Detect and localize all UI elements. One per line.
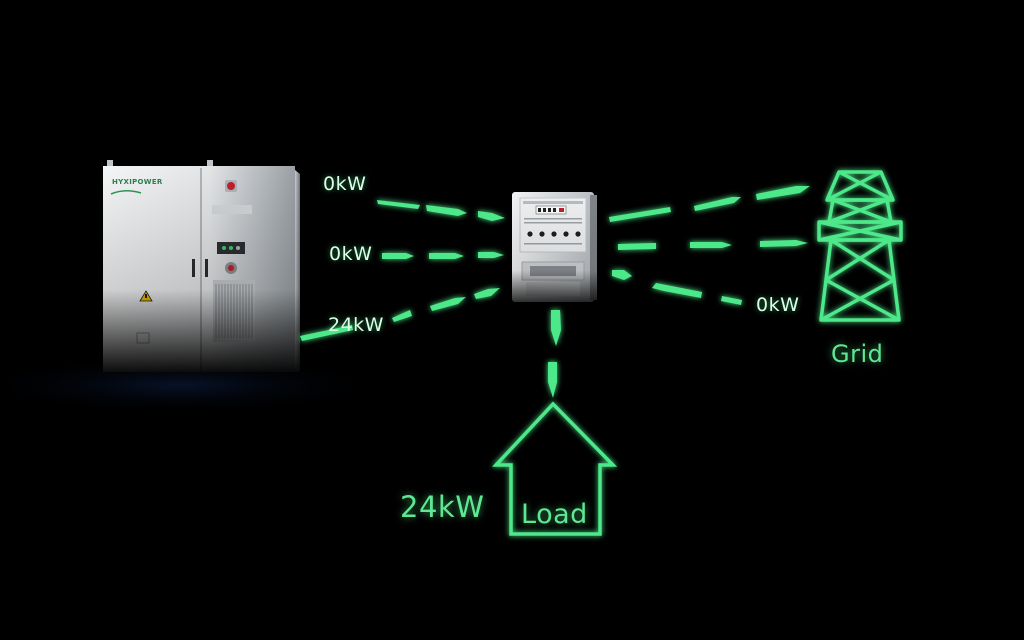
flow-arrow [652, 283, 702, 298]
energy-storage-cabinet [103, 160, 300, 372]
flow-arrow [300, 325, 353, 341]
flow-arrow [474, 288, 500, 299]
house-icon [491, 401, 618, 536]
energy-meter-icon [512, 192, 597, 304]
flow-arrow [478, 252, 504, 258]
flow-arrow [618, 243, 656, 250]
battery-top-power-label: 0kW [323, 173, 367, 195]
flow-arrow [426, 205, 467, 216]
battery-mid-power-label: 0kW [329, 243, 373, 265]
flow-arrow [478, 211, 505, 221]
load-label: Load [521, 499, 588, 530]
battery-bottom-power-label: 24kW [328, 314, 384, 336]
cabinet-brand-logo: HYXIPOWER [112, 178, 163, 186]
flow-arrow [551, 310, 561, 346]
flow-arrows [300, 186, 810, 398]
flow-arrow [612, 270, 632, 280]
flow-arrow [548, 362, 557, 398]
flow-arrow [690, 242, 732, 248]
grid-label: Grid [831, 340, 884, 368]
grid-power-label: 0kW [756, 294, 800, 316]
flow-arrow [377, 200, 420, 209]
flow-arrow [429, 253, 464, 259]
flow-arrow [760, 240, 808, 247]
flow-arrow [382, 253, 414, 259]
flow-arrow [430, 297, 466, 311]
flow-arrow [694, 197, 741, 211]
flow-arrow [609, 207, 671, 222]
transmission-tower-icon [817, 170, 903, 322]
load-power-label: 24kW [400, 490, 485, 524]
flow-arrow [392, 310, 412, 322]
flow-arrow [756, 186, 810, 200]
flow-arrow [721, 296, 742, 305]
